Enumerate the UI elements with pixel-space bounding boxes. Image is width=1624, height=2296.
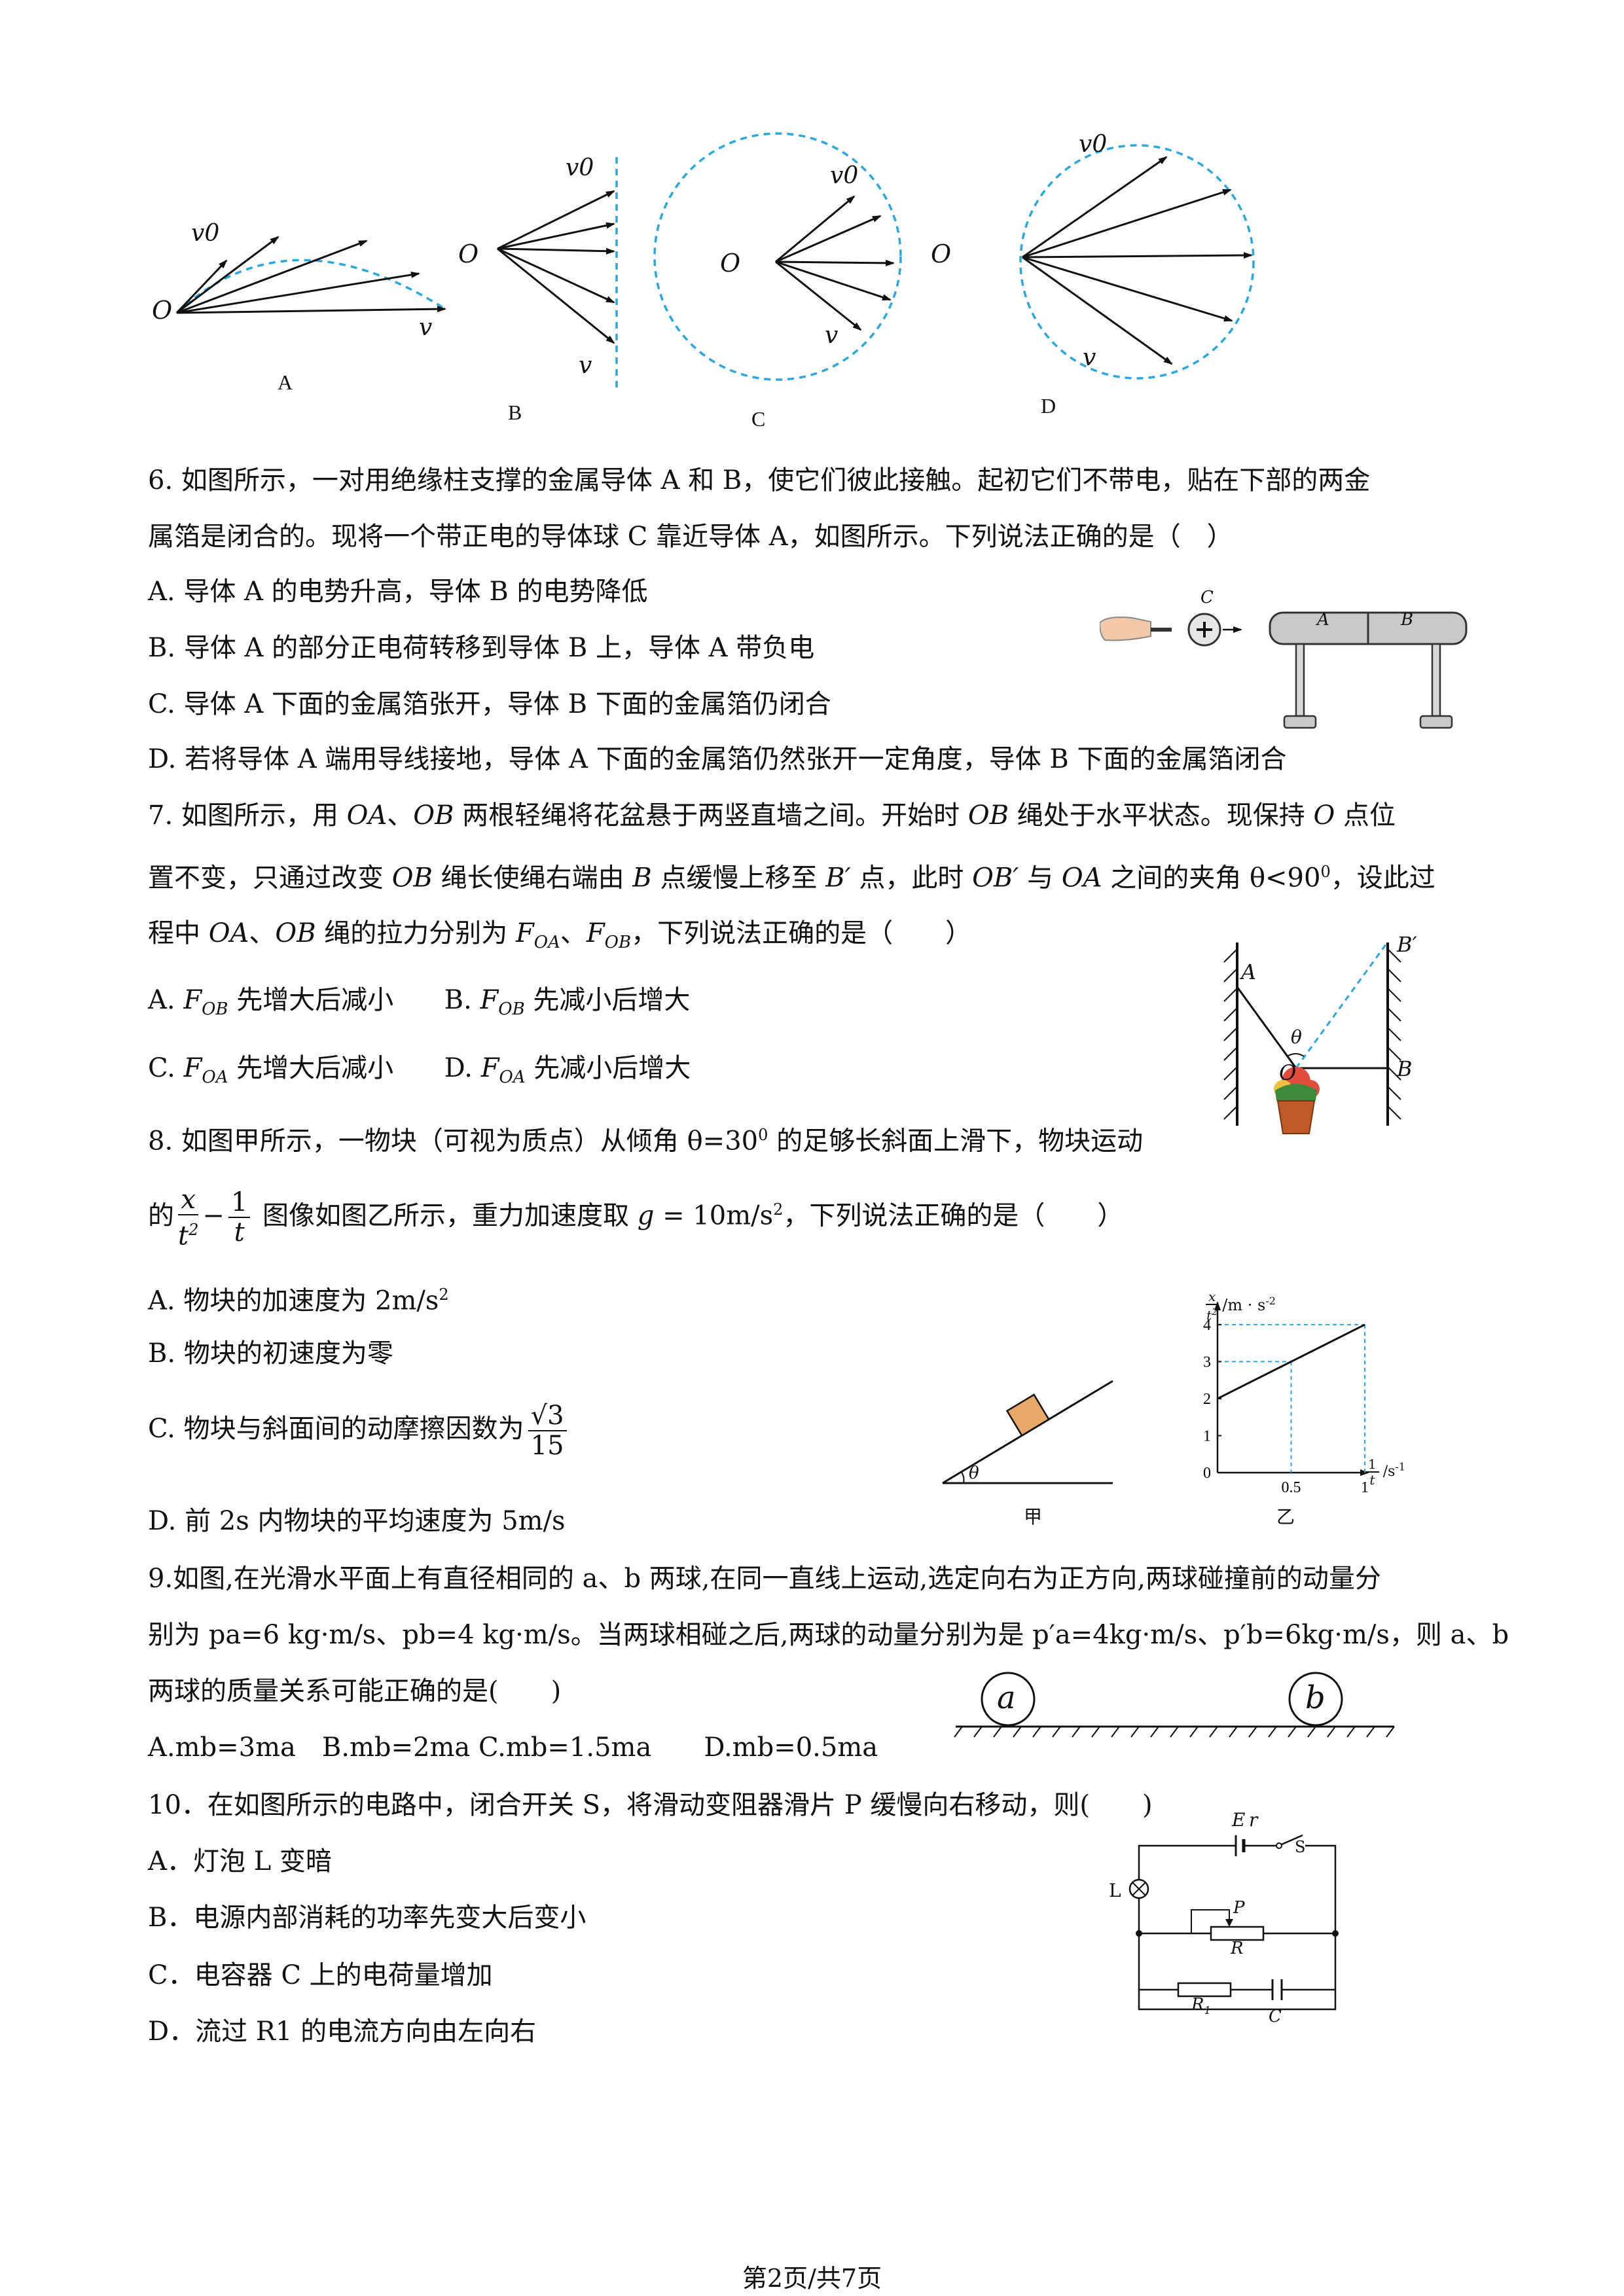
ytick-label-3: 3: [1203, 1354, 1211, 1371]
q10-option-b: B．电源内部消耗的功率先变大后变小: [148, 1903, 586, 1933]
q6-stem-line2: 属箔是闭合的。现将一个带正电的导体球 C 靠近导体 A，如图所示。下列说法正确的…: [148, 522, 1233, 552]
data-line: [1217, 1323, 1365, 1400]
q7-options-ab: A. FOB 先增大后减小 B. FOB 先减小后增大: [148, 985, 691, 1019]
fig5b-v-label: v: [579, 352, 592, 379]
figure-5c: [653, 132, 902, 381]
q10-fig-r-label: r: [1249, 1809, 1258, 1831]
fig5d-v0-label: v0: [1079, 131, 1108, 158]
ytick-label-2: 2: [1203, 1391, 1211, 1408]
q7-stem-line3: 程中 OA、OB 绳的拉力分别为 FOA、FOB，下列说法正确的是（ ）: [148, 918, 972, 952]
q10-stem: 10．在如图所示的电路中，闭合开关 S，将滑动变阻器滑片 P 缓慢向右移动，则(…: [148, 1790, 1153, 1820]
fig5a-v0-label: v0: [191, 220, 220, 247]
fig5a-caption: A: [278, 370, 293, 394]
q8-graph: 4 3 2 1 0 0.5 1: [1203, 1301, 1369, 1496]
fig5b-v0-label: v0: [566, 154, 594, 181]
ytick-label-1: 1: [1203, 1427, 1211, 1444]
fig5c-caption: C: [751, 407, 766, 431]
q7-fig-label-b: B: [1397, 1056, 1413, 1081]
figure-5-options: [175, 132, 1255, 393]
figure-5b: [497, 157, 618, 393]
fig5c-v0-label: v0: [830, 162, 859, 189]
fig5d-caption: D: [1041, 394, 1056, 418]
fig5d-origin-label: O: [931, 240, 952, 268]
fig5c-v-label: v: [825, 322, 839, 349]
figure-5d: [1019, 144, 1255, 380]
q10-option-d: D．流过 R1 的电流方向由左向右: [148, 2017, 537, 2047]
q6-option-c: C. 导体 A 下面的金属箔张开，导体 B 下面的金属箔仍闭合: [148, 689, 831, 719]
q8-incline-theta: θ: [969, 1463, 979, 1483]
q8-option-d: D. 前 2s 内物块的平均速度为 5m/s: [148, 1506, 566, 1536]
q10-fig-l-label: L: [1109, 1880, 1121, 1901]
q6-fig-label-a: A: [1317, 610, 1329, 630]
q7-stem-line2: 置不变，只通过改变 OB 绳长使绳右端由 B 点缓慢上移至 B′ 点，此时 OB…: [148, 863, 1435, 893]
q7-flowerpot-figure: [1223, 942, 1401, 1134]
q7-fig-label-bp: B′: [1397, 932, 1417, 957]
q6-option-b: B. 导体 A 的部分正电荷转移到导体 B 上，导体 A 带负电: [148, 633, 815, 663]
fig5c-origin-label: O: [720, 249, 741, 278]
q10-fig-p-label: P: [1233, 1898, 1245, 1918]
q7-fig-label-o: O: [1279, 1060, 1297, 1085]
q10-option-c: C．电容器 C 上的电荷量增加: [148, 1960, 493, 1990]
fig5a-origin-label: O: [152, 296, 173, 325]
q9-ball-b-label: b: [1305, 1679, 1326, 1716]
q10-fig-c-label: C: [1269, 2007, 1282, 2026]
xtick-label-0.5: 0.5: [1282, 1479, 1301, 1496]
q9-balls-figure: [954, 1672, 1395, 1738]
q9-options: A.mb=3ma B.mb=2ma C.mb=1.5ma D.mb=0.5ma: [148, 1732, 878, 1763]
q8-graph-caption: 乙: [1276, 1506, 1295, 1528]
q6-conductor-figure: [1100, 611, 1468, 729]
q6-option-d: D. 若将导体 A 端用导线接地，导体 A 下面的金属箔仍然张开一定角度，导体 …: [148, 744, 1287, 774]
q6-fig-label-b: B: [1401, 610, 1414, 630]
ytick-label-4: 4: [1203, 1317, 1211, 1334]
q10-fig-rvar-label: R: [1231, 1939, 1244, 1958]
q9-ball-a-label: a: [997, 1679, 1016, 1716]
q6-fig-label-c: C: [1200, 588, 1214, 607]
q8-option-b: B. 物块的初速度为零: [148, 1338, 393, 1369]
q10-fig-s-label: S: [1295, 1838, 1306, 1856]
q8-incline-caption: 甲: [1024, 1506, 1043, 1528]
page-footer: 第2页/共7页: [742, 2264, 882, 2293]
q8-option-a: A. 物块的加速度为 2m/s2: [148, 1285, 449, 1316]
figure-5a: [175, 236, 446, 314]
q6-stem-line1: 6. 如图所示，一对用绝缘柱支撑的金属导体 A 和 B，使它们彼此接触。起初它们…: [148, 465, 1371, 495]
q10-option-a: A．灯泡 L 变暗: [148, 1846, 332, 1876]
q7-fig-label-a: A: [1241, 960, 1257, 984]
q8-stem-line1: 8. 如图甲所示，一物块（可视为质点）从倾角 θ=300 的足够长斜面上滑下，物…: [148, 1126, 1144, 1157]
fig5b-caption: B: [508, 401, 522, 424]
fig5a-v-label: v: [419, 314, 433, 341]
q9-stem-line1: 9.如图,在光滑水平面上有直径相同的 a、b 两球,在同一直线上运动,选定向右为…: [148, 1564, 1381, 1594]
q9-stem-line2: 别为 pa=6 kg·m/s、pb=4 kg·m/s。当两球相碰之后,两球的动量…: [148, 1620, 1509, 1650]
q7-fig-label-theta: θ: [1291, 1026, 1302, 1048]
xtick-label-1: 1: [1361, 1479, 1369, 1496]
q9-stem-line3: 两球的质量关系可能正确的是( ): [148, 1676, 562, 1706]
fig5d-v-label: v: [1083, 344, 1096, 371]
q7-stem-line1: 7. 如图所示，用 OA、OB 两根轻绳将花盆悬于两竖直墙之间。开始时 OB 绳…: [148, 800, 1396, 831]
q7-options-cd: C. FOA 先增大后减小 D. FOA 先减小后增大: [148, 1053, 691, 1087]
q10-fig-e-label: E: [1232, 1809, 1246, 1831]
q10-fig-r1-label: R1: [1191, 1995, 1211, 2017]
q8-incline-figure: [942, 1380, 1113, 1484]
q10-circuit-figure: [1128, 1834, 1339, 2011]
ytick-label-0: 0: [1203, 1465, 1211, 1482]
fig5b-origin-label: O: [458, 240, 479, 268]
q6-option-a: A. 导体 A 的电势升高，导体 B 的电势降低: [148, 577, 648, 607]
